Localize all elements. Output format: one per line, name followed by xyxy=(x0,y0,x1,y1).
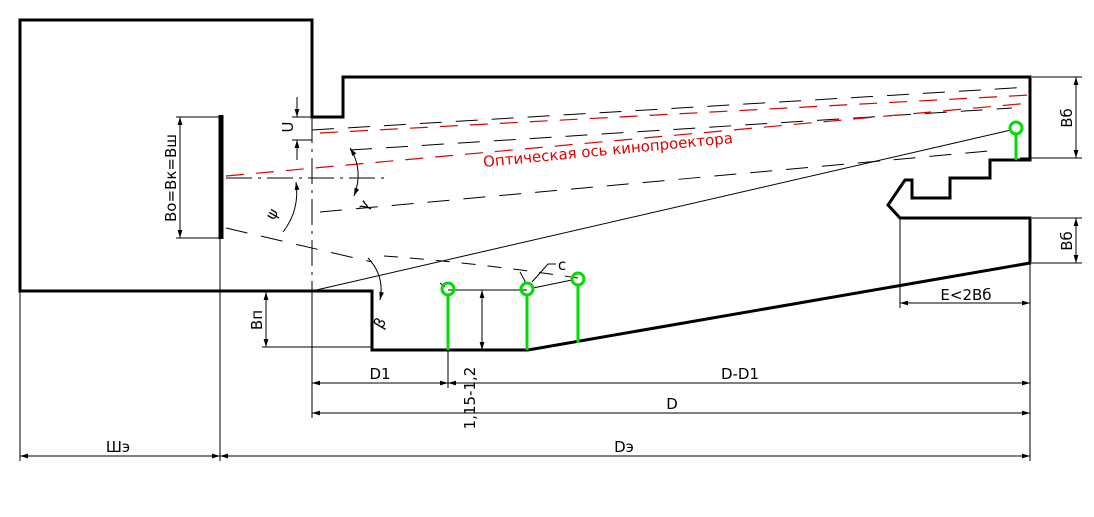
angle-gamma-arc xyxy=(349,147,360,197)
c-leader-line xyxy=(519,271,527,284)
building-outline xyxy=(18,18,1032,352)
viewing-arc xyxy=(383,255,579,279)
beam-line-lower xyxy=(319,149,1001,213)
angle-beta-arc xyxy=(367,257,384,301)
optical-axis-label: Оптическая ось кинопроектора xyxy=(482,129,733,171)
viewer-eye-balcony xyxy=(1008,120,1024,136)
angle-psi-arc xyxy=(282,181,300,233)
dim-vb-bottom-label: Вб xyxy=(1058,231,1076,251)
dim-vb-top-label: Вб xyxy=(1058,108,1076,128)
dim-shz-label: Шэ xyxy=(106,438,130,456)
c-label: с xyxy=(558,256,566,274)
viewer-eye-2 xyxy=(519,281,535,297)
optical-axis-line xyxy=(225,102,1031,177)
angle-psi-label: ψ xyxy=(262,205,283,223)
dim-eye-height-label: 1,15-1,2 xyxy=(461,367,479,430)
dim-u-label: U xyxy=(279,122,297,133)
beam-line-upper xyxy=(311,86,1031,131)
optical-axis-upper-line xyxy=(319,94,1031,134)
dim-dz-label: Dэ xyxy=(614,438,634,456)
dim-e-label: Е<2Вб xyxy=(940,286,991,304)
viewer-eye-1 xyxy=(440,281,456,297)
dim-d-label: D xyxy=(666,395,678,413)
dim-d1-label: D1 xyxy=(369,365,390,383)
beam-line-screen-lower xyxy=(225,227,373,263)
angle-gamma-label: γ xyxy=(354,197,374,214)
dim-screen-width-label: Во=Вк=Вш xyxy=(162,134,180,222)
eye-level-line-2 xyxy=(532,279,573,289)
dim-d-minus-d1-label: D-D1 xyxy=(721,365,759,383)
c-leader-line-2 xyxy=(531,263,556,283)
dim-vp-label: Вп xyxy=(248,310,266,330)
sight-line xyxy=(311,129,1012,292)
beam-line-middle xyxy=(349,107,1013,151)
viewer-eye-3 xyxy=(570,271,586,287)
